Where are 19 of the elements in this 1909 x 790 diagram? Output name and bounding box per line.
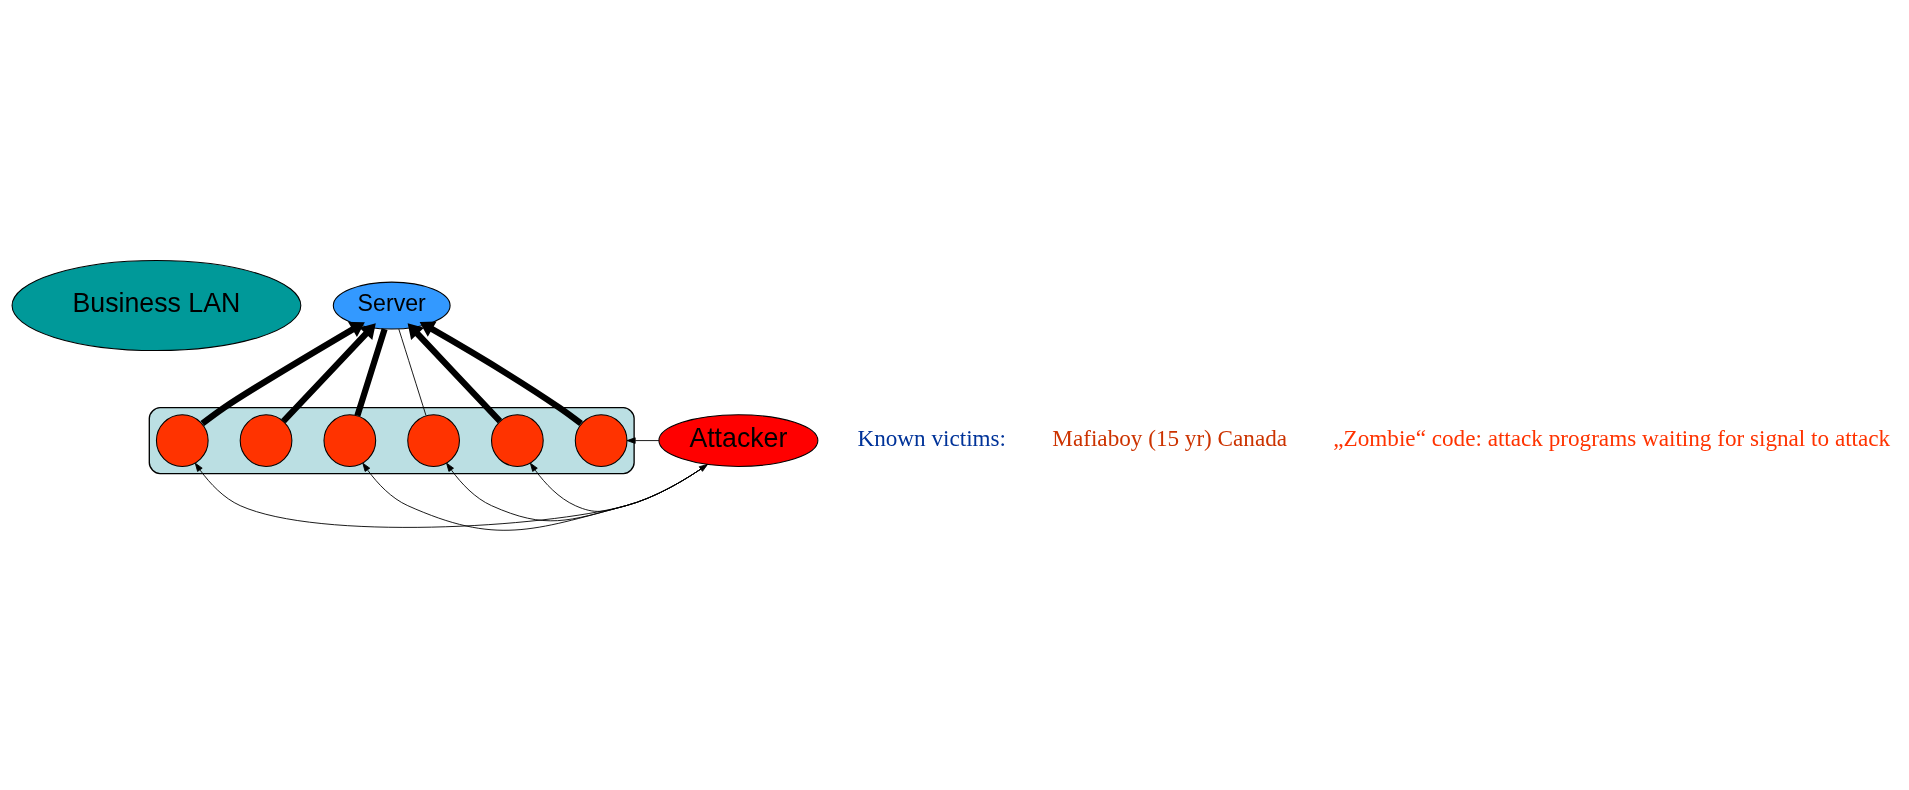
arrow <box>200 321 365 426</box>
label: Mafiaboy (15 yr) Canada <box>1052 424 1288 451</box>
node-ellipse: Server <box>332 281 451 330</box>
arrow <box>419 321 583 426</box>
arrow <box>281 322 376 423</box>
node-circle <box>491 413 544 467</box>
connector <box>354 327 388 416</box>
node-circle <box>323 413 377 467</box>
arrow <box>626 436 660 444</box>
arrow <box>407 322 503 423</box>
label: „Zombie“ code: attack programs waiting for signal to attack <box>1333 424 1891 451</box>
node-circle <box>155 413 209 467</box>
node-circle <box>574 413 628 467</box>
node-circle <box>239 413 293 467</box>
node-circle <box>407 413 460 467</box>
node-ellipse: Business LAN <box>11 259 302 351</box>
connector <box>398 328 427 416</box>
node-ellipse: Attacker <box>658 413 819 467</box>
label: Known victims: <box>857 424 1007 451</box>
